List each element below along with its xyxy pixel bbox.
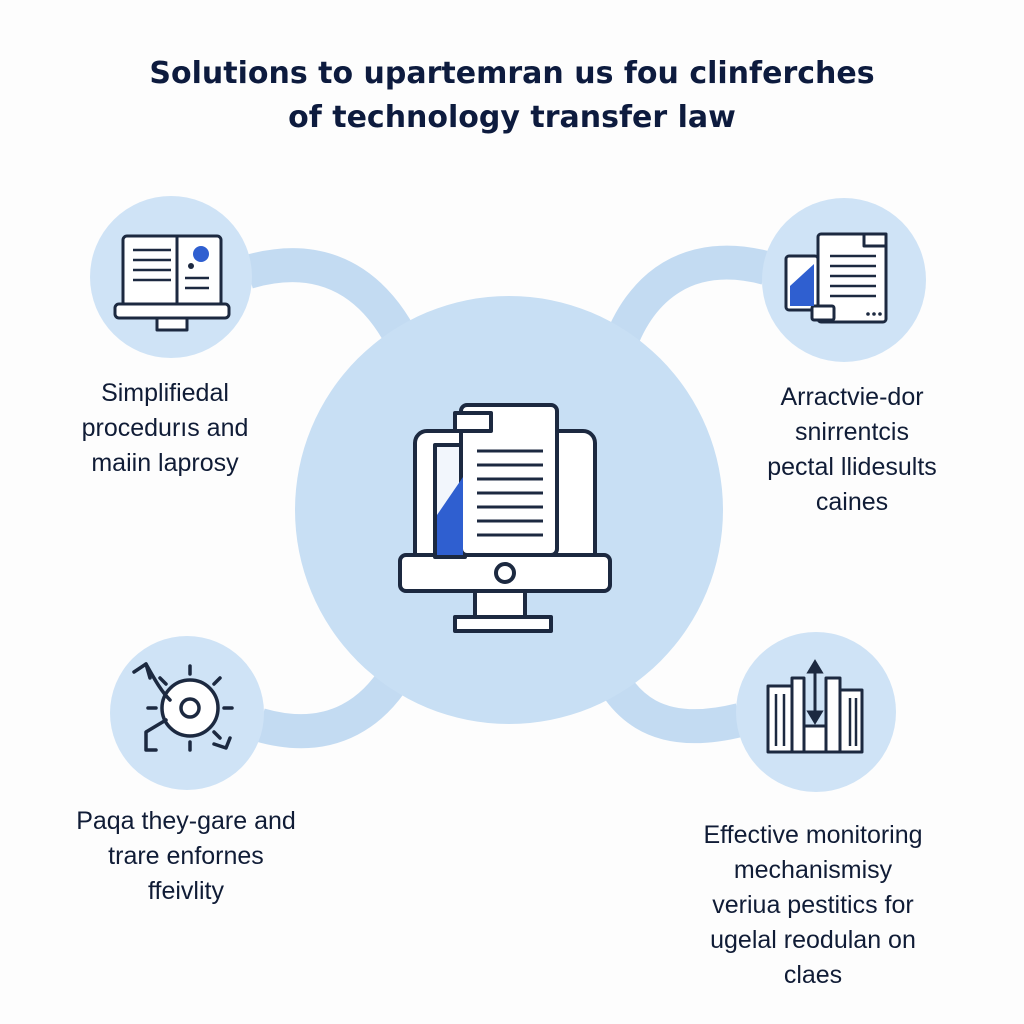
title-line-1: Solutions to upartemran us fou clinferch… <box>149 56 875 91</box>
building-measure-icon <box>766 659 864 754</box>
connector-top-right <box>601 245 771 356</box>
devices-document-icon <box>784 232 888 324</box>
gear-arrows-icon <box>132 662 234 752</box>
label-top-right: Arractvie-dor snirrentcis pectal llidesu… <box>767 383 937 516</box>
document-monitor-icon <box>113 234 231 332</box>
label-bottom-left: Paqa they-gare and trare enfornes ffeivl… <box>76 807 296 905</box>
title-line-2: of technology transfer law <box>288 100 736 135</box>
computer-document-icon <box>398 403 612 633</box>
page-title: Solutions to upartemran us fou clinferch… <box>0 52 1024 140</box>
label-bottom-right: Effective monitoring mechanismisy veriua… <box>703 821 923 989</box>
label-top-left: Simplifiedal procedurıs and maiin lapros… <box>81 379 249 477</box>
